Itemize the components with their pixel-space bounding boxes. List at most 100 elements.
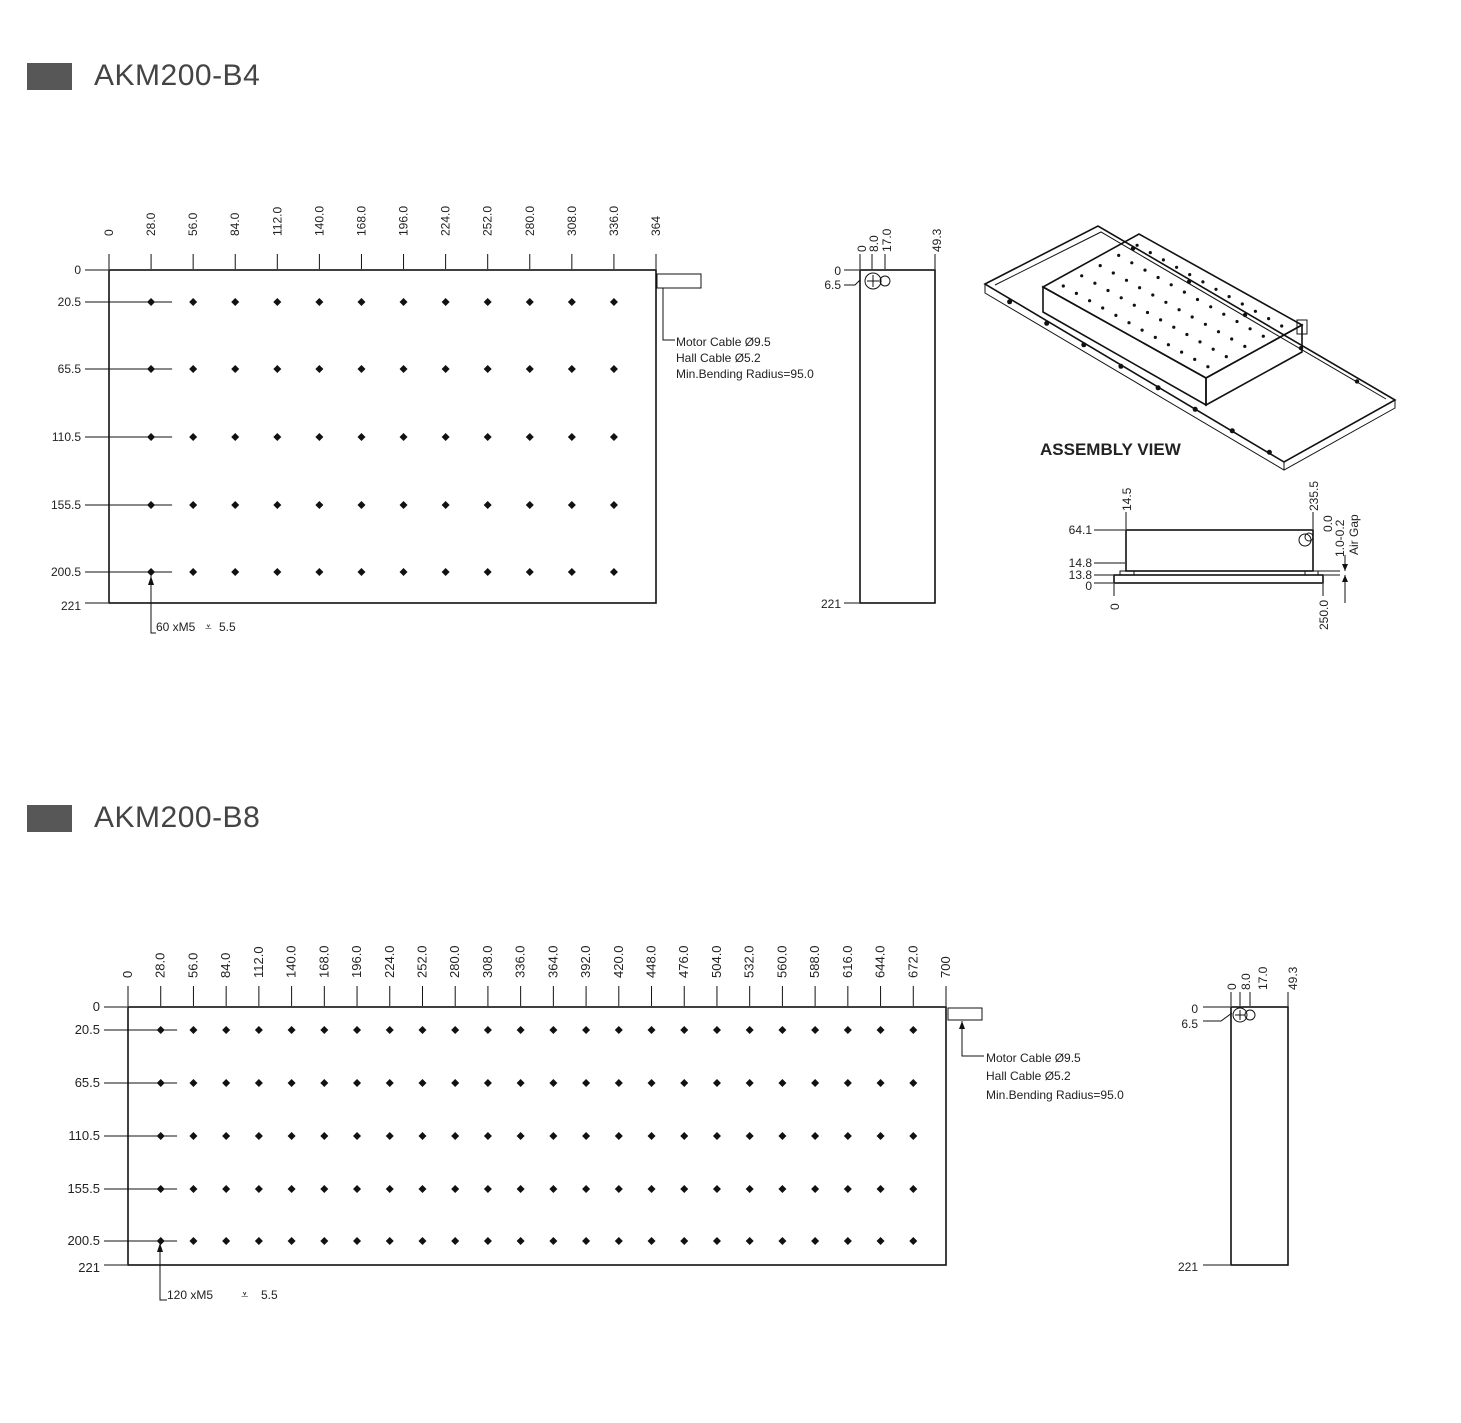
assembly-front-hall-cable: [1304, 532, 1314, 542]
mounting-hole: [567, 298, 576, 306]
forcer-hole: [1195, 297, 1200, 302]
mounting-hole: [876, 1132, 885, 1140]
x-tick-label: 112.0: [270, 207, 284, 236]
assembly-cable-block: [1296, 319, 1308, 335]
mounting-hole: [189, 568, 198, 576]
mounting-hole: [385, 1026, 394, 1034]
rail-hole: [1081, 342, 1087, 348]
mounting-hole: [441, 298, 450, 306]
mounting-hole: [582, 1185, 591, 1193]
forcer-hole: [1117, 253, 1121, 257]
mounting-hole: [647, 1132, 656, 1140]
x-tick-label: 448.0: [644, 945, 659, 978]
forcer-hole: [1209, 305, 1213, 309]
mounting-hole: [189, 501, 198, 509]
forcer-hole: [1177, 308, 1181, 312]
mounting-hole: [254, 1237, 263, 1245]
mounting-hole: [516, 1132, 525, 1140]
mounting-hole: [357, 298, 366, 306]
forcer-hole: [1230, 337, 1234, 341]
mounting-hole: [353, 1132, 362, 1140]
b4-cable-note-motor: Motor Cable Ø9.5: [676, 335, 771, 349]
b8-leader-arrow: [157, 1243, 163, 1252]
mounting-hole: [745, 1132, 754, 1140]
forcer-hole: [1198, 340, 1202, 344]
assembly-top-tick: 14.5: [1120, 487, 1134, 511]
mounting-hole: [680, 1079, 689, 1087]
x-tick-label: 28.0: [153, 953, 168, 978]
mounting-hole: [609, 568, 618, 576]
mounting-hole: [582, 1237, 591, 1245]
mounting-hole: [525, 433, 534, 441]
mounting-hole: [451, 1132, 460, 1140]
forcer-hole: [1156, 275, 1160, 280]
forcer-hole: [1106, 288, 1110, 293]
mounting-hole: [712, 1026, 721, 1034]
forcer-hole: [1143, 268, 1147, 272]
b4-side-top-tick: 49.3: [930, 228, 944, 252]
mounting-hole: [156, 1185, 165, 1193]
assembly-right-tick: 1.0-0.2: [1333, 519, 1347, 557]
section-marker: [27, 804, 72, 832]
mounting-hole: [614, 1132, 623, 1140]
mounting-hole: [647, 1185, 656, 1193]
mounting-hole: [614, 1185, 623, 1193]
assembly-front-forcer: [1125, 529, 1314, 572]
mounting-hole: [441, 568, 450, 576]
mounting-hole: [441, 433, 450, 441]
section-marker: [27, 62, 72, 90]
forcer-hole: [1166, 343, 1170, 347]
mounting-hole: [582, 1079, 591, 1087]
mounting-hole: [451, 1185, 460, 1193]
mounting-hole: [745, 1079, 754, 1087]
x-tick-label: 308.0: [480, 945, 495, 978]
forcer-hole: [1235, 319, 1239, 324]
rail-hole: [1266, 449, 1272, 455]
x-tick-label: 56.0: [186, 212, 200, 236]
rail-hole: [1155, 385, 1161, 391]
mounting-hole: [909, 1185, 918, 1193]
assembly-isometric: ASSEMBLY VIEW: [983, 225, 1397, 471]
x-tick-label: 84.0: [228, 212, 242, 236]
b8-cable-exit: [947, 1007, 983, 1021]
mounting-hole: [614, 1026, 623, 1034]
mounting-hole: [614, 1237, 623, 1245]
assembly-bottom-tick: 0: [1108, 603, 1122, 610]
forcer-hole: [1161, 258, 1165, 262]
mounting-hole: [399, 365, 408, 373]
mounting-hole: [189, 1237, 198, 1245]
mounting-hole: [567, 501, 576, 509]
mounting-hole: [680, 1132, 689, 1140]
mounting-hole: [525, 501, 534, 509]
mounting-hole: [483, 501, 492, 509]
mounting-hole: [516, 1237, 525, 1245]
forcer-hole: [1130, 261, 1134, 265]
mounting-hole: [647, 1079, 656, 1087]
y-tick-label: 20.5: [58, 295, 82, 309]
mounting-hole: [320, 1026, 329, 1034]
b8-cable-note-motor: Motor Cable Ø9.5: [986, 1051, 1081, 1065]
mounting-hole: [320, 1079, 329, 1087]
forcer-hole: [1169, 283, 1173, 287]
mounting-hole: [315, 365, 324, 373]
x-tick-label: 308.0: [565, 206, 579, 236]
mounting-hole: [189, 1079, 198, 1087]
x-tick-label: 364: [649, 216, 663, 236]
y-tick-label: 0: [93, 999, 100, 1014]
mounting-hole: [357, 365, 366, 373]
assembly-forcer-holes: [1061, 243, 1284, 369]
mounting-hole: [147, 501, 156, 509]
forcer-hole: [1132, 303, 1136, 307]
mounting-hole: [451, 1026, 460, 1034]
b8-plate-outline: [127, 1006, 947, 1266]
mounting-hole: [451, 1079, 460, 1087]
mounting-hole: [647, 1026, 656, 1034]
b4-hole-leader: [150, 575, 156, 634]
mounting-hole: [418, 1132, 427, 1140]
mounting-hole: [712, 1079, 721, 1087]
mounting-hole: [231, 568, 240, 576]
mounting-hole: [778, 1132, 787, 1140]
